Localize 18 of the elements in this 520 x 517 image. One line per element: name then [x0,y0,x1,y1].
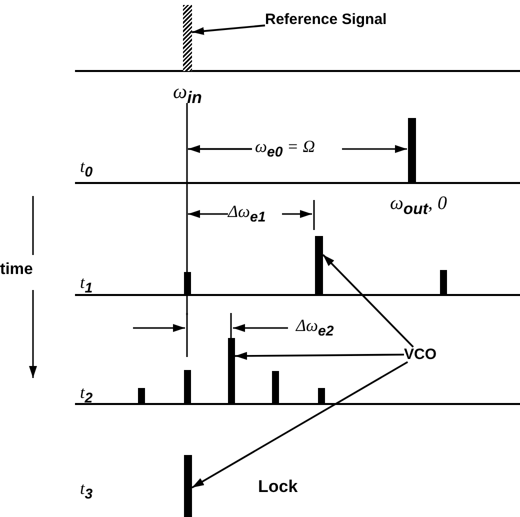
axis-label: time [0,262,33,278]
time-step-label: t$_{0}$ [80,158,93,180]
leader-arrow [192,24,266,36]
dimension-label: Δω$_{e1}$ [228,203,266,225]
status-label: Lock [258,478,298,495]
leader-arrow [322,254,414,348]
hatched-bar [183,5,192,71]
callout-label: VCO [404,347,437,362]
frequency-label: ω$_{out}$, 0 [390,194,448,218]
callout-label: Reference Signal [265,12,387,27]
time-step-label: t$_{3}$ [80,480,93,502]
frequency-label: ω$_{in}$ [173,82,202,107]
dimension-label: ω$_{e0}$ = Ω [255,138,316,160]
time-step-label: t$_{2}$ [80,384,93,406]
leader-arrow [192,361,408,488]
dimension-label: Δω$_{e2}$ [296,317,334,339]
leader-arrow [235,352,404,360]
time-step-label: t$_{1}$ [80,274,93,296]
